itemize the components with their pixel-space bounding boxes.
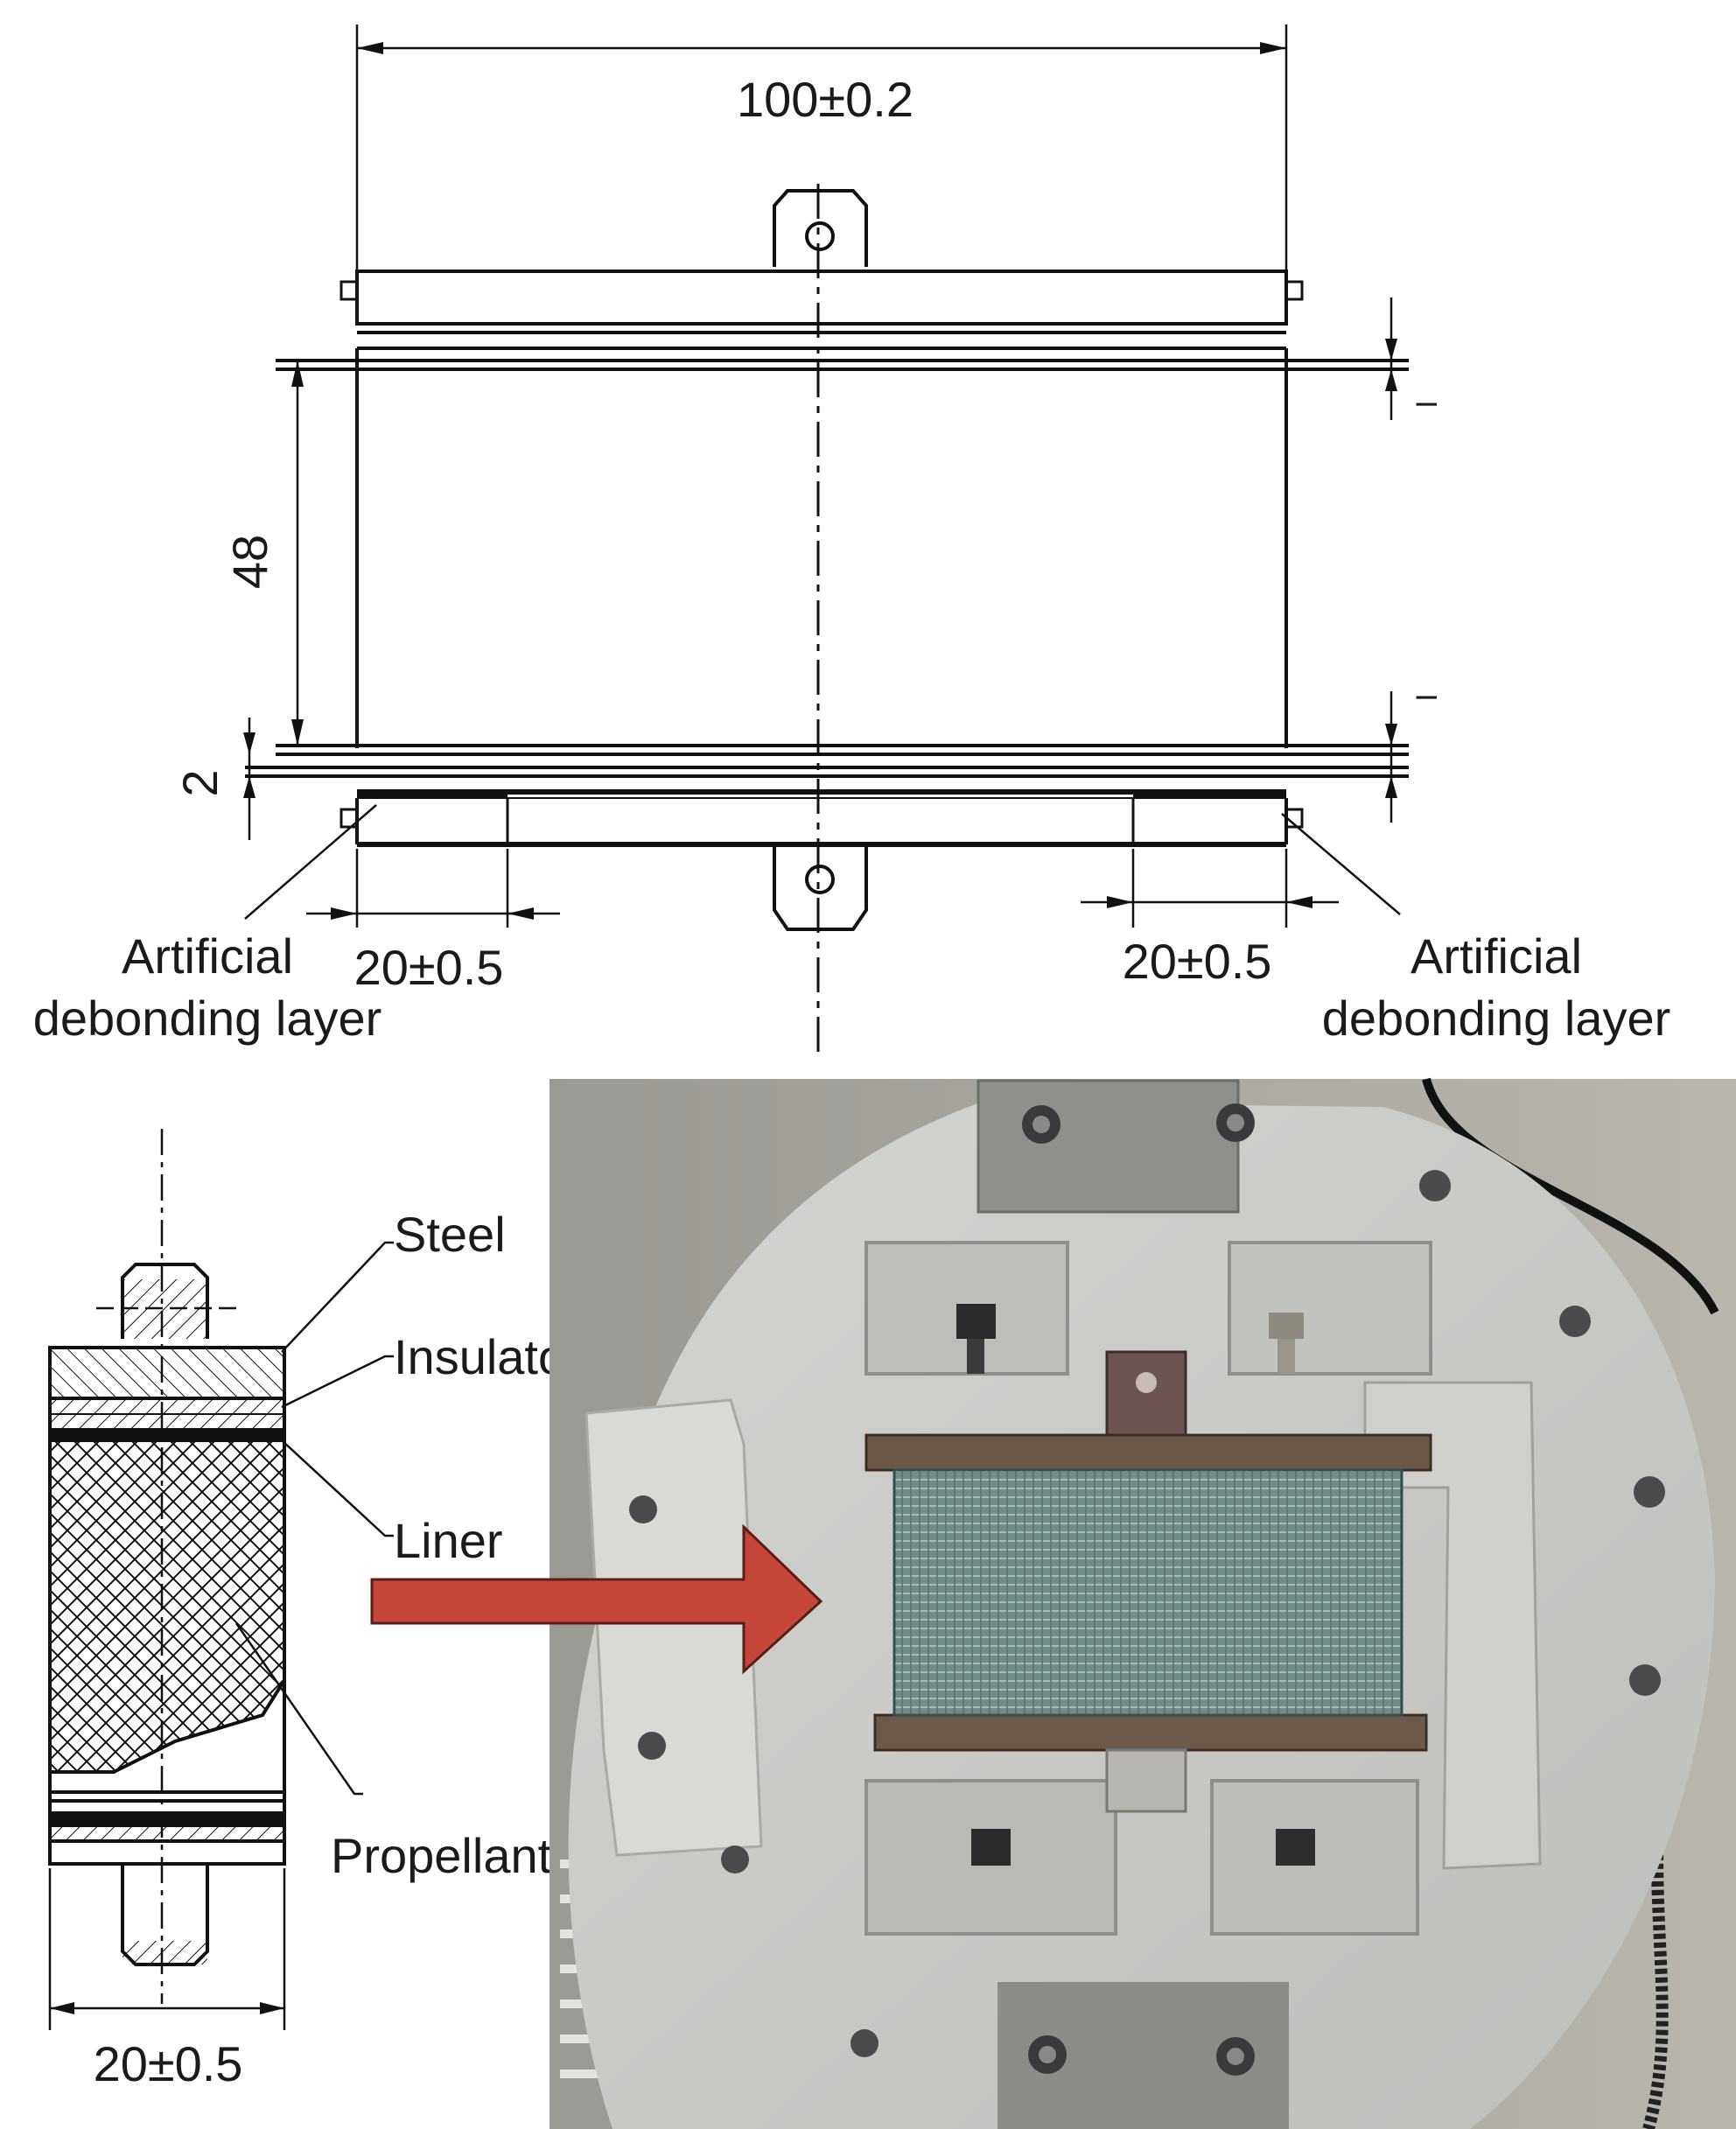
test-photo <box>550 1077 1736 2129</box>
section-dim-label: 20±0.5 <box>94 2036 243 2091</box>
photo-specimen <box>894 1470 1402 1715</box>
label-left-line2: debonding layer <box>33 991 382 1046</box>
section-steel <box>48 1346 286 1400</box>
dim-debond-left-label: 20±0.5 <box>354 940 504 995</box>
top-tab-hole <box>805 221 835 251</box>
top-tab <box>773 189 868 267</box>
section-propellant <box>48 1439 286 1774</box>
dim-height-label: 48 <box>222 535 277 589</box>
bottom-tab-hole <box>805 865 835 894</box>
label-steel: Steel <box>394 1207 506 1262</box>
section-view <box>48 1129 394 2030</box>
tick-mark-lower: I <box>1410 693 1444 701</box>
tick-mark-upper: I <box>1410 400 1444 408</box>
dim-width-label: 100±0.2 <box>737 72 914 127</box>
dim-debond-right-label: 20±0.5 <box>1123 934 1272 989</box>
label-right-line1: Artificial <box>1410 928 1582 984</box>
bottom-tab <box>773 844 868 931</box>
top-drawing <box>243 25 1409 1054</box>
pointer-arrow <box>370 1523 823 1675</box>
label-propellant: Propellant <box>331 1828 552 1883</box>
label-left-line1: Artificial <box>122 928 293 984</box>
label-liner: Liner <box>394 1513 503 1568</box>
top-steel-plate <box>355 270 1288 326</box>
label-right-line2: debonding layer <box>1322 991 1671 1046</box>
leader-right <box>1281 813 1401 915</box>
dim-thickness-label: 2 <box>172 769 228 796</box>
leader-left <box>244 804 377 920</box>
photo-steel-bottom <box>873 1713 1428 1752</box>
photo-steel-top <box>864 1433 1432 1472</box>
